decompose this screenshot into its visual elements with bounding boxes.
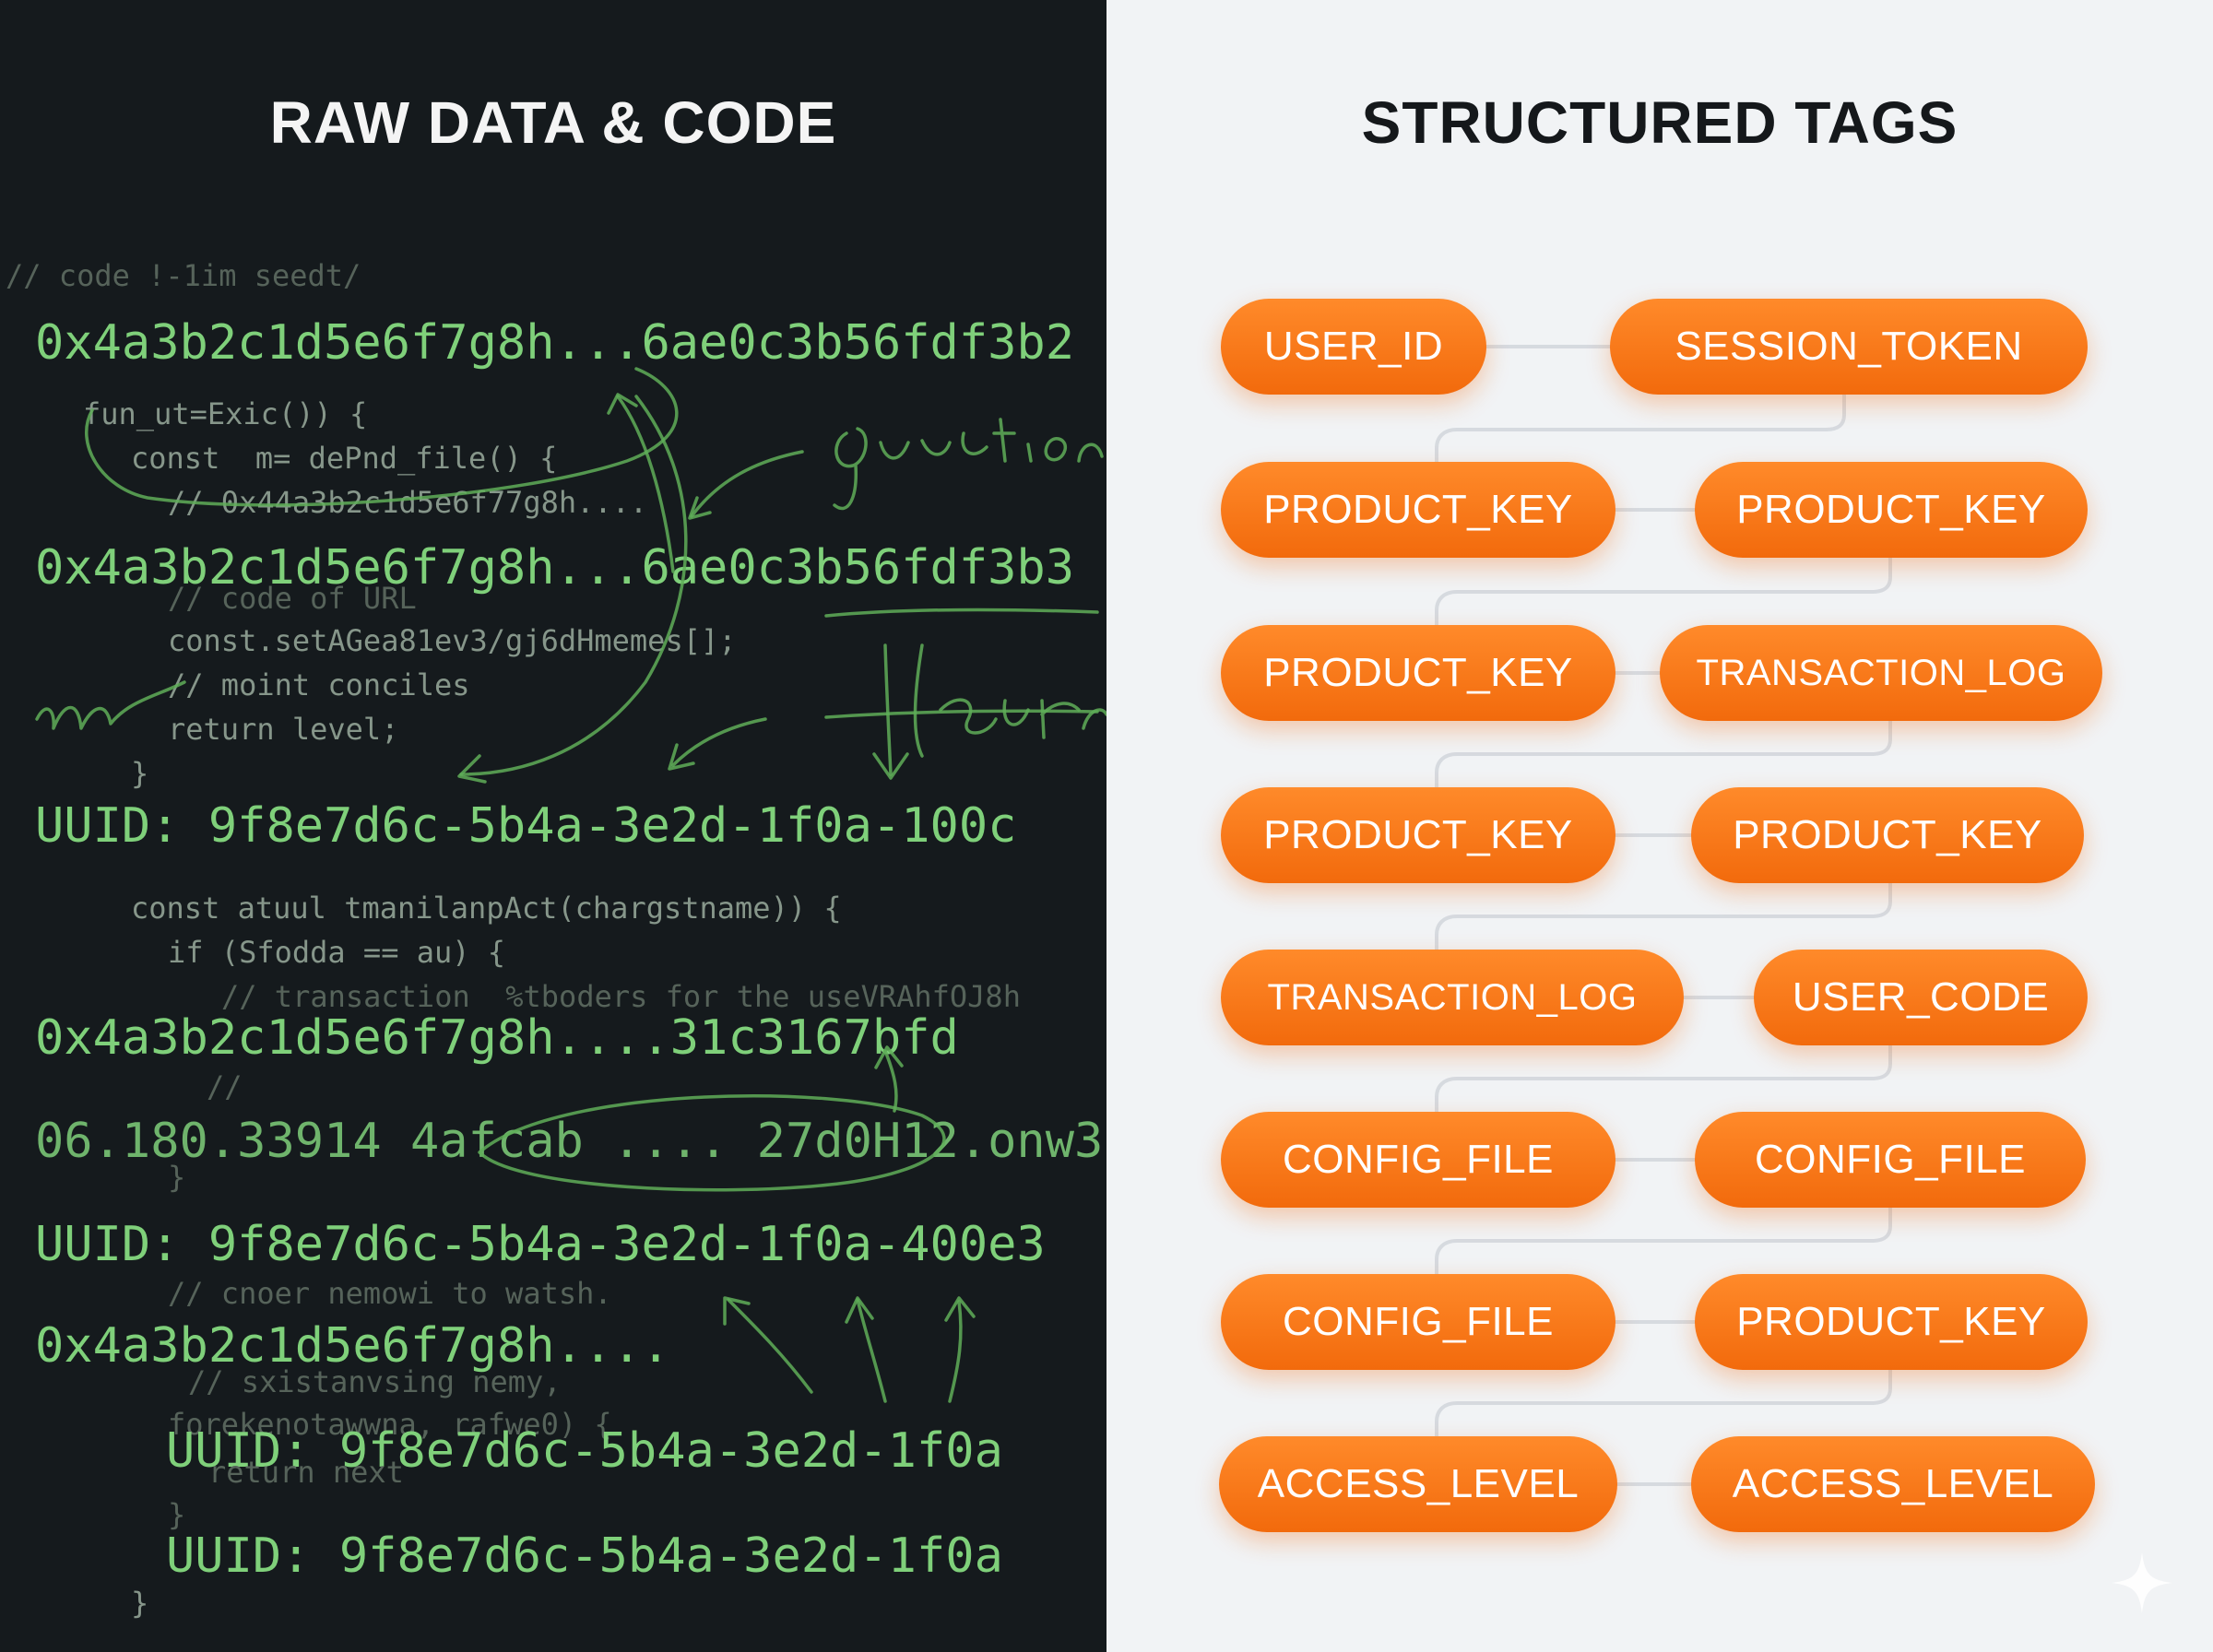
tag-config-file[interactable]: CONFIG_FILE <box>1221 1274 1615 1370</box>
raw-data-panel: RAW DATA & CODE // code !-1im seedt/ 0x4… <box>0 0 1106 1652</box>
code-line: forekenotawwna, rafwe0) { <box>168 1407 612 1442</box>
structured-tags-title: STRUCTURED TAGS <box>1361 89 1959 156</box>
tag-product-key[interactable]: PRODUCT_KEY <box>1691 787 2084 883</box>
tag-access-level[interactable]: ACCESS_LEVEL <box>1219 1436 1617 1532</box>
code-line: // code of URL <box>168 581 417 616</box>
code-line: } <box>168 1497 186 1532</box>
tag-session-token[interactable]: SESSION_TOKEN <box>1610 299 2088 395</box>
code-line: return level; <box>168 712 399 747</box>
tag-access-level[interactable]: ACCESS_LEVEL <box>1691 1436 2095 1532</box>
tag-transaction-log[interactable]: TRANSACTION_LOG <box>1660 625 2102 721</box>
code-line: if (Sfodda == au) { <box>168 935 506 970</box>
sparkle-icon <box>2112 1552 2172 1613</box>
code-line: const m= dePnd_file() { <box>131 441 558 476</box>
code-line: // code !-1im seedt/ <box>6 258 361 293</box>
code-line: UUID: 9f8e7d6c-5b4a-3e2d-1f0a <box>166 1423 1003 1479</box>
code-line: } <box>131 1586 149 1621</box>
tag-config-file[interactable]: CONFIG_FILE <box>1695 1112 2086 1208</box>
code-line: // sxistanvsing nemy, <box>188 1364 562 1399</box>
tag-user-id[interactable]: USER_ID <box>1221 299 1486 395</box>
code-line: // moint conciles <box>168 667 470 702</box>
code-line: // 0x44a3b2c1d5e6f77g8h.... <box>168 485 648 520</box>
tag-product-key[interactable]: PRODUCT_KEY <box>1695 1274 2088 1370</box>
tag-product-key[interactable]: PRODUCT_KEY <box>1221 462 1615 558</box>
code-line: return next <box>208 1455 404 1490</box>
structured-tags-panel: STRUCTURED TAGS USER_ID SESSION_TOKEN PR… <box>1106 0 2213 1652</box>
code-line: 0x4a3b2c1d5e6f7g8h...6ae0c3b56fdf3b2 <box>35 315 1075 371</box>
code-line: UUID: 9f8e7d6c-5b4a-3e2d-1f0a-100c <box>35 798 1017 854</box>
code-line: // cnoer nemowi to watsh. <box>168 1276 612 1311</box>
code-line: const atuul tmanilanpAct(chargstname)) { <box>131 891 842 926</box>
tag-transaction-log[interactable]: TRANSACTION_LOG <box>1221 950 1684 1045</box>
raw-data-title: RAW DATA & CODE <box>269 89 837 156</box>
code-line: // <box>207 1069 243 1104</box>
handwritten-scribbles <box>35 367 1106 1403</box>
code-line: // transaction %tboders for the useVRAhf… <box>221 979 1021 1014</box>
code-line: 0x4a3b2c1d5e6f7g8h...6ae0c3b56fdf3b3 <box>35 540 1075 596</box>
code-line: 0x4a3b2c1d5e6f7g8h....31c3167bfd <box>35 1010 959 1066</box>
code-line: 0x4a3b2c1d5e6f7g8h.... <box>35 1318 670 1374</box>
tag-product-key[interactable]: PRODUCT_KEY <box>1221 787 1615 883</box>
code-line: fun_ut=Exic()) { <box>83 396 368 431</box>
code-line: } <box>131 756 149 791</box>
tag-user-code[interactable]: USER_CODE <box>1754 950 2088 1045</box>
code-line: } <box>168 1160 186 1195</box>
code-line: UUID: 9f8e7d6c-5b4a-3e2d-1f0a <box>166 1528 1003 1584</box>
tag-connector-lines <box>1435 345 1892 1486</box>
code-line: const.setAGea81ev3/gj6dHmemes[]; <box>168 623 737 658</box>
code-line: UUID: 9f8e7d6c-5b4a-3e2d-1f0a-400e3 <box>35 1217 1046 1272</box>
tag-product-key[interactable]: PRODUCT_KEY <box>1221 625 1615 721</box>
tag-config-file[interactable]: CONFIG_FILE <box>1221 1112 1615 1208</box>
tag-product-key[interactable]: PRODUCT_KEY <box>1695 462 2088 558</box>
